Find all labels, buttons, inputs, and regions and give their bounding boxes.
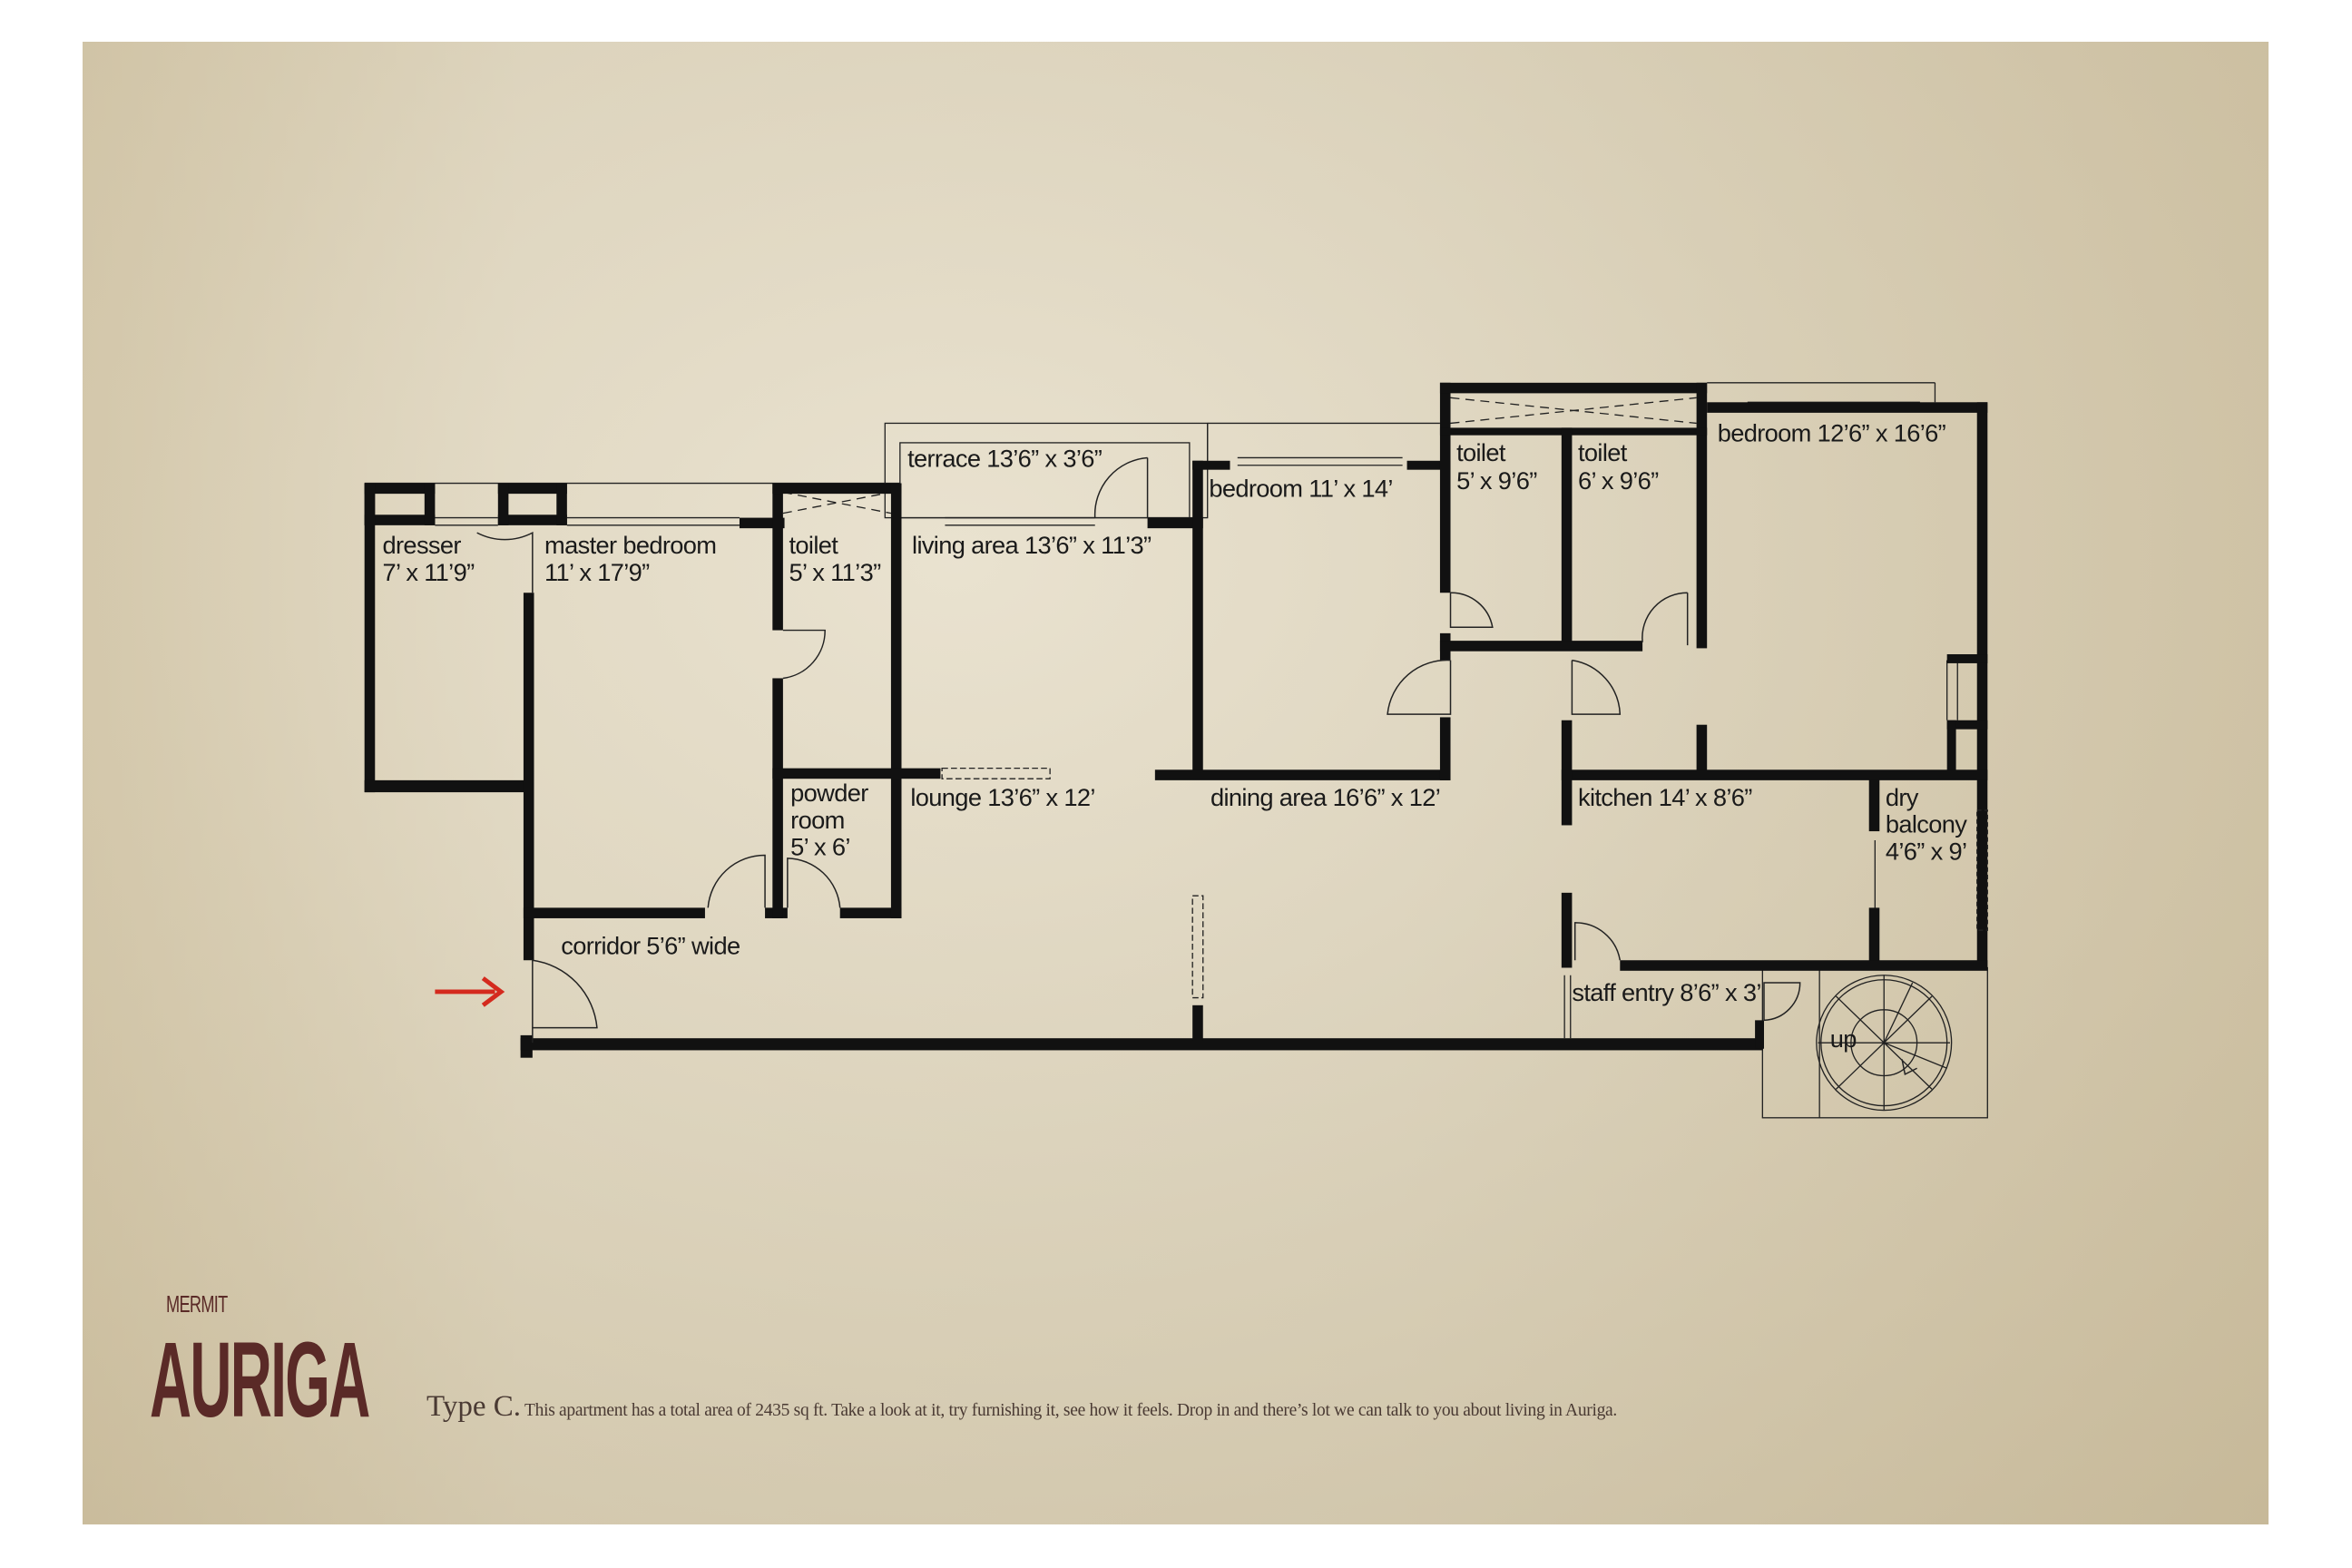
stairs-up-label: up [1830,1024,1857,1053]
terrace-label: terrace 13’6” x 3’6” [907,444,1102,472]
toilet-3-label: toilet [1578,438,1628,466]
brand-company: MERMIT [166,1290,228,1318]
toilet-2-label: toilet [1456,438,1506,466]
doors [476,456,1801,1044]
type-label: Type C. [426,1390,522,1423]
toilet-1-label: toilet [789,531,839,559]
spiral-stairs [1816,975,1953,1112]
dresser-label: dresser [383,531,462,559]
description-text: This apartment has a total area of 2435 … [524,1401,1617,1420]
walls [364,382,1988,1058]
brand-project-logo: AURIGA [150,1320,370,1440]
description: Type C. This apartment has a total area … [426,1390,1617,1424]
entry-arrow-icon [435,976,505,1007]
staff-entry-label: staff entry 8’6” x 3’ [1572,978,1760,1006]
vents [941,767,1988,999]
dry-balcony-size: 4’6” x 9’ [1886,837,1967,865]
toilet-2-size: 5’ x 9’6” [1456,466,1537,495]
lounge-label: lounge 13’6” x 12’ [910,783,1094,811]
powder-room-label-2: room [790,806,844,834]
dresser-size: 7’ x 11’9” [383,558,475,586]
dry-balcony-label-2: balcony [1886,810,1967,838]
living-area-label: living area 13’6” x 11’3” [912,531,1152,559]
toilet-1-size: 5’ x 11’3” [789,558,882,586]
corridor-label: corridor 5’6” wide [561,932,740,960]
dry-balcony-label-1: dry [1886,783,1919,811]
master-bedroom-size: 11’ x 17’9” [544,558,650,586]
bedroom-3-label: bedroom 12’6” x 16’6” [1718,418,1946,446]
bedroom-2-label: bedroom 11’ x 14’ [1209,474,1392,502]
powder-room-size: 5’ x 6’ [790,833,850,861]
kitchen-label: kitchen 14’ x 8’6” [1578,783,1752,811]
powder-room-label-1: powder [790,779,868,807]
dining-area-label: dining area 16’6” x 12’ [1210,783,1440,811]
master-bedroom-label: master bedroom [544,531,716,559]
outline-lines [364,382,1988,1119]
toilet-3-size: 6’ x 9’6” [1578,466,1659,495]
room-labels: dresser 7’ x 11’9” master bedroom 11’ x … [383,418,1968,1053]
